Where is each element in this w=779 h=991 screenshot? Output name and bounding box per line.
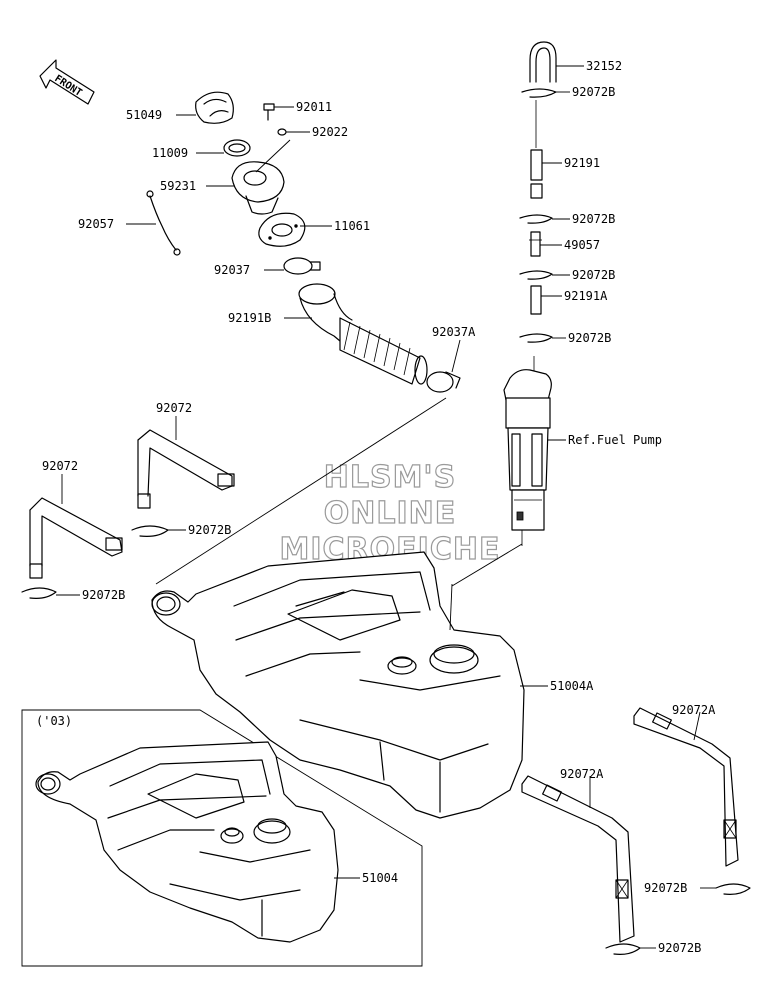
clip-92072b-8 xyxy=(605,943,641,955)
part-92057-strap xyxy=(146,190,181,256)
part-59231-filler-neck xyxy=(231,161,285,215)
callout-92072-2: 92072 xyxy=(42,459,78,473)
callout-11061: 11061 xyxy=(334,219,370,233)
callout-92037: 92037 xyxy=(214,263,250,277)
fuel-tank-51004 xyxy=(35,741,339,943)
clip-92072b-5 xyxy=(131,525,169,537)
callout-11009: 11009 xyxy=(152,146,188,160)
inset-03: ('03) xyxy=(21,709,423,967)
callout-92072b-5: 92072B xyxy=(188,523,231,537)
callout-92072a-2: 92072A xyxy=(560,767,604,781)
callout-51004a: 51004A xyxy=(550,679,594,693)
callout-51004: 51004 xyxy=(362,871,398,885)
clip-92072b-7 xyxy=(715,883,751,895)
watermark-line-2: ONLINE xyxy=(324,496,457,531)
callout-32152: 32152 xyxy=(586,59,622,73)
strap-92072a-2 xyxy=(521,775,635,943)
fuel-tank-51004a xyxy=(151,551,525,819)
clip-92072b-4 xyxy=(519,333,553,343)
part-92022-washer xyxy=(277,128,287,136)
callout-92072b-3: 92072B xyxy=(572,268,615,282)
callout-92022: 92022 xyxy=(312,125,348,139)
part-92037-clamp xyxy=(283,257,321,275)
callout-92072b-4: 92072B xyxy=(568,331,611,345)
watermark: HLSM'S ONLINE MICROFICHE xyxy=(279,459,500,567)
clip-92072b-6 xyxy=(21,587,57,599)
callout-92191: 92191 xyxy=(564,156,600,170)
strap-92072-2 xyxy=(29,497,123,579)
callout-92072b-1: 92072B xyxy=(572,85,615,99)
callout-92011: 92011 xyxy=(296,100,332,114)
callout-92072-1: 92072 xyxy=(156,401,192,415)
fuel-pump xyxy=(503,356,552,546)
callout-92072b-8: 92072B xyxy=(658,941,701,955)
callout-92072b-7: 92072B xyxy=(644,881,687,895)
callouts: 32152 92072B 92191 92072B 49057 92072B 9… xyxy=(42,59,716,955)
watermark-line-1: HLSM'S xyxy=(324,460,456,495)
callout-ref-fuel-pump: Ref.Fuel Pump xyxy=(568,433,662,447)
callout-92037a: 92037A xyxy=(432,325,476,339)
inset-label: ('03) xyxy=(36,714,72,728)
part-92191b-hose xyxy=(298,283,428,385)
part-11061-gasket xyxy=(258,212,306,247)
clip-92072b-2 xyxy=(519,214,553,224)
part-11009-gasket xyxy=(223,139,251,157)
callout-92191a: 92191A xyxy=(564,289,608,303)
callout-92072b-6: 92072B xyxy=(82,588,125,602)
part-32152-hose xyxy=(529,41,557,83)
clip-92072b-3 xyxy=(519,270,553,280)
strap-92072a-1 xyxy=(633,707,739,867)
part-92191-tube xyxy=(530,149,543,199)
clip-92072b-1 xyxy=(521,88,557,98)
leader-92037a-tank xyxy=(155,397,447,585)
callout-92072b-2: 92072B xyxy=(572,212,615,226)
part-92191a-tube xyxy=(530,285,542,315)
callout-92072a-1: 92072A xyxy=(672,703,716,717)
callout-51049: 51049 xyxy=(126,108,162,122)
callout-49057: 49057 xyxy=(564,238,600,252)
part-51049-cap xyxy=(195,91,234,124)
leader-pump-tank xyxy=(451,543,523,587)
strap-92072-1 xyxy=(137,429,235,509)
callout-92191b: 92191B xyxy=(228,311,271,325)
leader-lines xyxy=(56,65,716,949)
part-92037a-clamp xyxy=(426,371,461,393)
callout-92057: 92057 xyxy=(78,217,114,231)
part-92011-bolt xyxy=(263,103,275,121)
part-49057-joint xyxy=(529,231,542,257)
callout-59231: 59231 xyxy=(160,179,196,193)
front-arrow-icon: FRONT xyxy=(39,59,95,105)
